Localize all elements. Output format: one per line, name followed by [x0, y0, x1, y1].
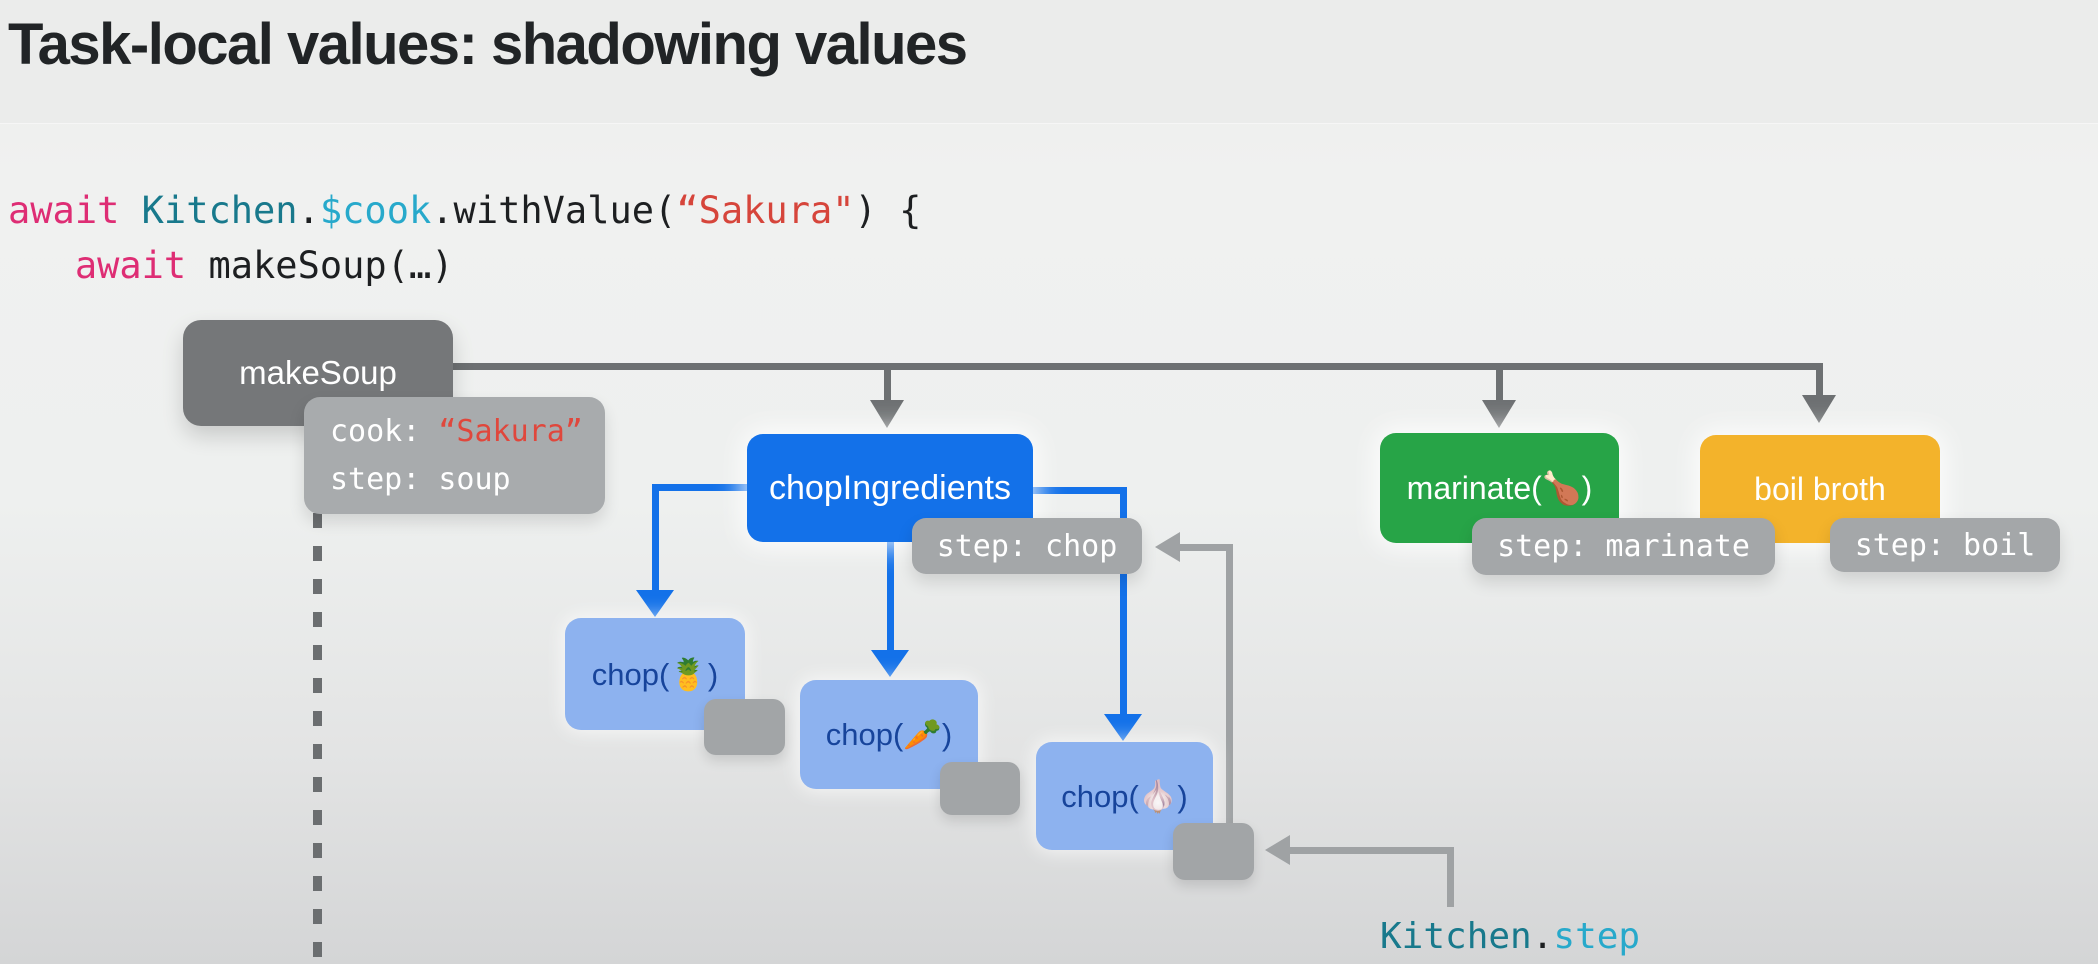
connector-chop-left-h [655, 484, 748, 491]
connector-trunk [453, 363, 1823, 370]
task-record-box-garlic [1173, 823, 1254, 880]
code-token-kitchen: Kitchen [141, 189, 298, 232]
connector-to-chopingredients [884, 370, 891, 400]
pointer-kitchen-step-h [1290, 847, 1454, 854]
code-snippet: await Kitchen.$cook.withValue(“Sakura") … [8, 183, 921, 293]
task-local-scope-dashed-line [313, 513, 322, 964]
tooltip-step-key: step: [330, 461, 439, 497]
pointer-kitchen-step-v [1447, 847, 1454, 907]
tooltip-step-value: soup [438, 461, 511, 497]
node-marinate-label: marinate(🍗) [1406, 470, 1593, 506]
code-line-2: await makeSoup(…) [8, 238, 921, 293]
code-token-sakura-string: “Sakura" [676, 189, 855, 232]
connector-chop-right-v [1120, 487, 1127, 716]
code-token-cook-property: $cook [319, 189, 432, 232]
page-title: Task-local values: shadowing values [8, 12, 968, 77]
connector-chop-left-v [652, 484, 659, 592]
node-chopingredients-label: chopIngredients [769, 468, 1011, 507]
annotation-dot: . [1531, 916, 1554, 957]
arrow-down-boil-icon [1802, 395, 1836, 423]
title-band [0, 0, 2098, 124]
node-chop-carrot-label: chop(🥕) [825, 717, 953, 752]
tooltip-step-marinate: step: marinate [1472, 518, 1775, 575]
task-record-box-pineapple [704, 699, 785, 755]
arrow-left-step-chop-icon [1155, 532, 1180, 562]
annotation-kitchen: Kitchen [1380, 916, 1532, 957]
pointer-step-chop-h [1180, 544, 1233, 551]
tooltip-cook-line: cook: “Sakura” [330, 408, 583, 456]
arrow-down-chop-pineapple-icon [636, 590, 674, 617]
pointer-step-chop-v [1226, 547, 1233, 830]
tooltip-step-line: step: soup [330, 456, 511, 504]
code-token-withvalue: .withValue( [431, 189, 677, 232]
connector-chop-right-h [1033, 487, 1127, 494]
code-token-brace: ) { [854, 189, 922, 232]
kitchen-step-annotation: Kitchen.step [1380, 915, 1640, 959]
code-line-1: await Kitchen.$cook.withValue(“Sakura") … [8, 183, 921, 238]
tooltip-makesoup-values: cook: “Sakura” step: soup [304, 397, 605, 514]
code-token-await-2: await [8, 244, 209, 287]
arrow-down-chopingredients-icon [870, 400, 904, 428]
connector-to-marinate [1496, 370, 1503, 400]
node-chop-pineapple: chop(🍍) [565, 618, 745, 730]
node-chop-garlic-label: chop(🧄) [1061, 778, 1188, 814]
code-token-makesoup-call: makeSoup(…) [208, 244, 454, 287]
arrow-down-chop-garlic-icon [1104, 714, 1142, 741]
node-boil-broth: boil broth [1700, 435, 1940, 543]
node-makesoup-label: makeSoup [239, 354, 397, 391]
tooltip-cook-value: “Sakura” [438, 413, 583, 449]
arrow-left-kitchen-step-icon [1265, 835, 1290, 865]
connector-to-boil [1816, 363, 1823, 395]
node-boil-broth-label: boil broth [1754, 470, 1886, 507]
tooltip-cook-key: cook: [330, 413, 439, 449]
code-token-dot: . [297, 189, 320, 232]
task-record-box-carrot [940, 762, 1020, 815]
code-token-await: await [8, 189, 142, 232]
node-chop-pineapple-label: chop(🍍) [591, 656, 719, 692]
tooltip-step-boil: step: boil [1830, 518, 2060, 572]
arrow-down-chop-carrot-icon [871, 650, 909, 677]
arrow-down-marinate-icon [1482, 400, 1516, 428]
annotation-step: step [1553, 916, 1641, 957]
tooltip-step-chop: step: chop [912, 518, 1142, 574]
connector-chop-mid-v [887, 542, 894, 652]
